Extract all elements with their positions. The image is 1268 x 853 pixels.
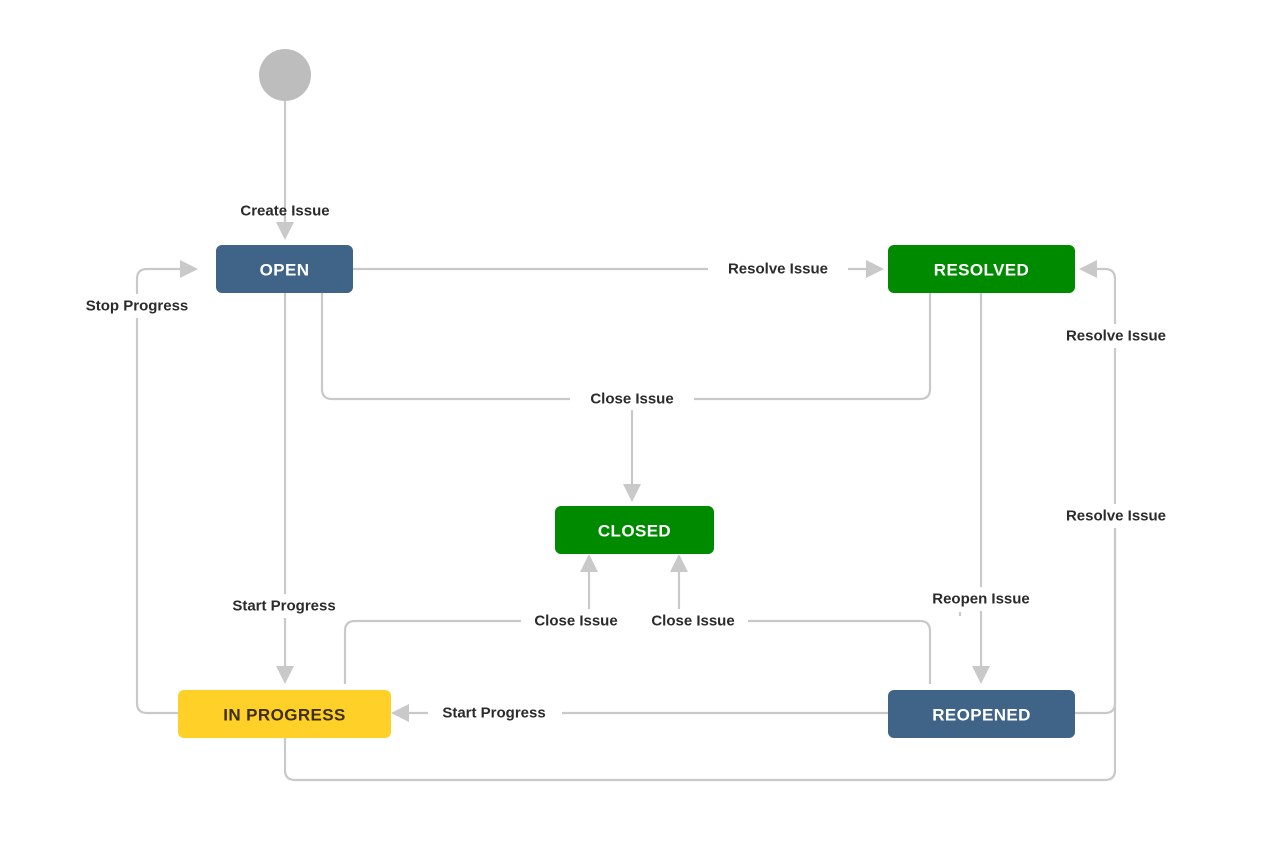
- node-resolved-label: RESOLVED: [934, 261, 1029, 280]
- node-inprogress-box[interactable]: [178, 690, 391, 738]
- arrowhead-stop-progress: [180, 260, 198, 278]
- edge-path-inprogress-close[interactable]: [343, 619, 521, 684]
- edge-label-reopened-close: Close Issue: [651, 613, 734, 630]
- edge-path-inprogress-resolve[interactable]: [283, 528, 1117, 782]
- arrowhead-reopened-start: [391, 704, 409, 722]
- edge-label-inprogress-close: Close Issue: [534, 613, 617, 630]
- arrowhead-open-resolve: [866, 260, 884, 278]
- edge-label-open-resolve: Resolve Issue: [728, 261, 828, 278]
- arrowhead-create-issue: [276, 222, 294, 240]
- edge-label-stop-progress: Stop Progress: [86, 298, 189, 315]
- edge-label-open-start-progress: Start Progress: [232, 598, 335, 615]
- node-open[interactable]: OPEN: [216, 245, 353, 293]
- edge-path-stop-progress[interactable]: [135, 267, 180, 715]
- arrowhead-open-start-progress: [276, 666, 294, 684]
- edge-paths: [135, 101, 1117, 782]
- node-resolved[interactable]: RESOLVED: [888, 245, 1075, 293]
- edge-path-reopened-resolve[interactable]: [1075, 528, 1117, 715]
- node-resolved-box[interactable]: [888, 245, 1075, 293]
- node-closed[interactable]: CLOSED: [555, 506, 714, 554]
- start-node-circle[interactable]: [259, 49, 311, 101]
- arrowhead-inprogress-close: [580, 554, 598, 572]
- edge-label-reopened-start: Start Progress: [442, 705, 545, 722]
- node-reopened-box[interactable]: [888, 690, 1075, 738]
- node-open-box[interactable]: [216, 245, 353, 293]
- edge-label-close-issue-merged: Close Issue: [590, 391, 673, 408]
- edge-path-reopened-close[interactable]: [748, 619, 932, 684]
- edge-label-reopened-resolve: Resolve Issue: [1066, 328, 1166, 345]
- edge-path-open-to-closejoin[interactable]: [320, 293, 570, 401]
- edge-label-reopen-issue: Reopen Issue: [932, 591, 1030, 608]
- edge-labels: Create Issue Resolve Issue Close Issue S…: [86, 203, 1166, 722]
- node-open-label: OPEN: [260, 261, 310, 280]
- arrowhead-reopened-close: [670, 554, 688, 572]
- node-reopened-label: REOPENED: [932, 706, 1031, 725]
- edge-label-inprogress-resolve: Resolve Issue: [1066, 508, 1166, 525]
- edge-path-resolved-to-closejoin[interactable]: [694, 293, 932, 401]
- node-inprogress-label: IN PROGRESS: [223, 706, 345, 725]
- node-closed-box[interactable]: [555, 506, 714, 554]
- node-reopened[interactable]: REOPENED: [888, 690, 1075, 738]
- arrowhead-close-issue-merged: [623, 484, 641, 502]
- node-inprogress[interactable]: IN PROGRESS: [178, 690, 391, 738]
- arrowhead-reopen-issue: [972, 666, 990, 684]
- edge-label-create-issue: Create Issue: [240, 203, 329, 220]
- node-closed-label: CLOSED: [598, 522, 671, 541]
- edge-path-right-rail-upper[interactable]: [1097, 267, 1117, 504]
- arrowhead-right-rail-to-resolved: [1079, 260, 1097, 278]
